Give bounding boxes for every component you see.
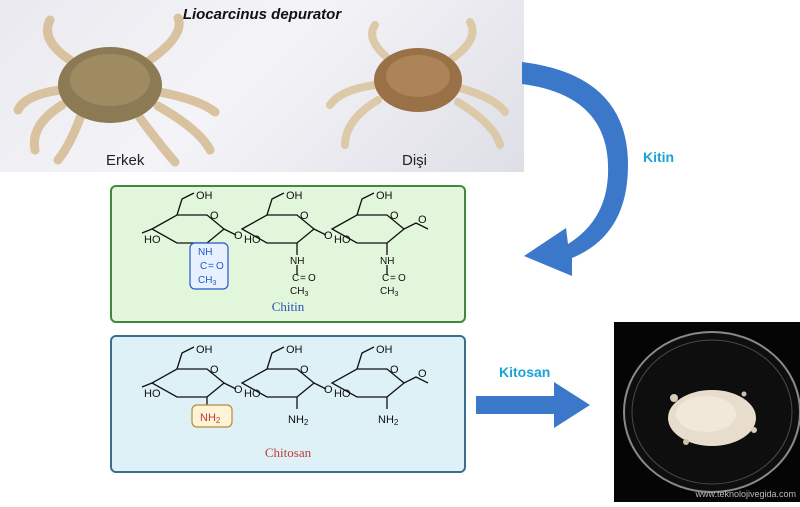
ring1-oh: OH xyxy=(196,344,213,356)
acetamide-highlight xyxy=(189,242,229,290)
eq-label-3: = xyxy=(390,273,396,284)
male-label: Erkek xyxy=(106,152,145,169)
chitin-structure: OH OH OH HO HO HO O O O O O O NH C = O C… xyxy=(141,190,429,297)
watermark: www.teknolojivegida.com xyxy=(695,489,796,499)
amine-highlight xyxy=(191,404,233,428)
ring2-o: O xyxy=(300,210,309,222)
link1-o: O xyxy=(234,230,243,242)
chitosan-structure: OH OH OH HO HO HO O O O O O O NH2 NH2 NH… xyxy=(141,344,429,428)
petri-dish-illustration xyxy=(623,331,800,493)
ring1-o: O xyxy=(210,210,219,222)
ring3-o: O xyxy=(390,364,399,376)
chitosan-caption: Chitosan xyxy=(264,445,312,460)
crab-illustration xyxy=(13,13,509,167)
link3-o: O xyxy=(418,368,427,380)
ring1-ho: HO xyxy=(144,234,161,246)
eq-label-2: = xyxy=(300,273,306,284)
ring2-ho: HO xyxy=(244,388,261,400)
c-label-3: C xyxy=(382,273,389,284)
crab-photo: Liocarcinus depurator Erkek Dişi xyxy=(0,0,524,172)
link1-o: O xyxy=(234,384,243,396)
ch3-label-3: CH3 xyxy=(380,286,398,297)
ring1-oh: OH xyxy=(196,190,213,202)
ring1-o: O xyxy=(210,364,219,376)
nh2-label-1: NH2 xyxy=(200,412,221,425)
ring3-oh: OH xyxy=(376,344,393,356)
o-label-1: O xyxy=(216,261,224,272)
species-title: Liocarcinus depurator xyxy=(182,6,342,23)
link3-o: O xyxy=(418,214,427,226)
ch3-label-2: CH3 xyxy=(290,286,308,297)
curved-arrow xyxy=(522,62,628,276)
ring1-ho: HO xyxy=(144,388,161,400)
link2-o: O xyxy=(324,230,333,242)
ring2-o: O xyxy=(300,364,309,376)
ring3-oh: OH xyxy=(376,190,393,202)
o-label-2: O xyxy=(308,273,316,284)
link2-o: O xyxy=(324,384,333,396)
ring2-oh: OH xyxy=(286,344,303,356)
ring3-ho: HO xyxy=(334,234,351,246)
chitin-panel: OH OH OH HO HO HO O O O O O O NH C = O C… xyxy=(110,185,466,323)
female-label: Dişi xyxy=(402,152,427,169)
ring2-oh: OH xyxy=(286,190,303,202)
chitosan-powder-photo: www.teknolojivegida.com xyxy=(614,322,800,502)
right-arrow xyxy=(476,382,590,428)
o-label-3: O xyxy=(398,273,406,284)
ch3-label-1: CH3 xyxy=(198,275,216,287)
nh2-label-2: NH2 xyxy=(288,414,309,427)
c-label-2: C xyxy=(292,273,299,284)
kitin-label: Kitin xyxy=(643,149,675,165)
ring2-ho: HO xyxy=(244,234,261,246)
nh-label-2: NH xyxy=(290,256,304,267)
nh2-label-3: NH2 xyxy=(378,414,399,427)
nh-label-3: NH xyxy=(380,256,394,267)
chitin-caption: Chitin xyxy=(271,299,305,314)
c-label-1: C xyxy=(200,261,207,272)
ring3-ho: HO xyxy=(334,388,351,400)
chitosan-panel: OH OH OH HO HO HO O O O O O O NH2 NH2 NH… xyxy=(110,335,466,473)
nh-label-1: NH xyxy=(198,247,212,258)
ring3-o: O xyxy=(390,210,399,222)
eq-label-1: = xyxy=(208,261,214,272)
kitosan-label: Kitosan xyxy=(499,364,551,380)
